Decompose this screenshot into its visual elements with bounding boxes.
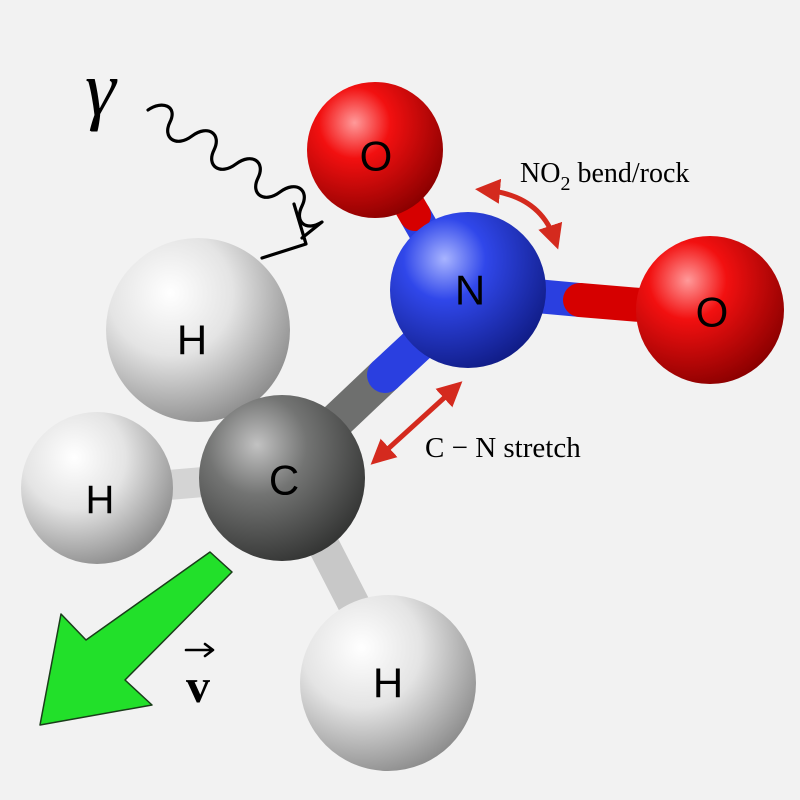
hydrogen-atom-bottom [300,595,476,771]
bend-rock-label-subscript: 2 [560,173,570,195]
oxygen-top-label: O [360,133,393,180]
bend-rock-label-rest: bend/rock [570,158,689,189]
stretch-arrow [370,381,463,465]
hydrogen-left-label: H [86,478,115,522]
oxygen-right-label: O [696,289,729,336]
nitrogen-label: N [455,267,485,314]
atoms [21,82,784,771]
velocity-label: v [184,642,215,713]
stretch-label: C − N stretch [425,432,581,464]
velocity-symbol: v [186,660,210,713]
nitrogen-atom [390,212,546,368]
carbon-atom [199,395,365,561]
hydrogen-atom-left [21,412,173,564]
photon-arrow [146,103,324,260]
photon-arrowhead [260,202,308,260]
hydrogen-atom-top [106,238,290,422]
photon-symbol: γ [85,45,118,132]
velocity-arrow [39,551,233,726]
atom-labels: O O N H H C H [86,133,729,707]
photon-wave [146,103,324,240]
oxygen-atom-top [307,82,443,218]
vector-arrow-icon [184,642,215,658]
bend-rock-label-main: NO [520,158,560,189]
bend-rock-arrow [475,178,563,250]
carbon-label: C [269,457,299,504]
bend-rock-label: NO2 bend/rock [520,158,689,195]
hydrogen-top-label: H [177,317,207,364]
hydrogen-bottom-label: H [373,660,403,707]
oxygen-atom-right [636,236,784,384]
